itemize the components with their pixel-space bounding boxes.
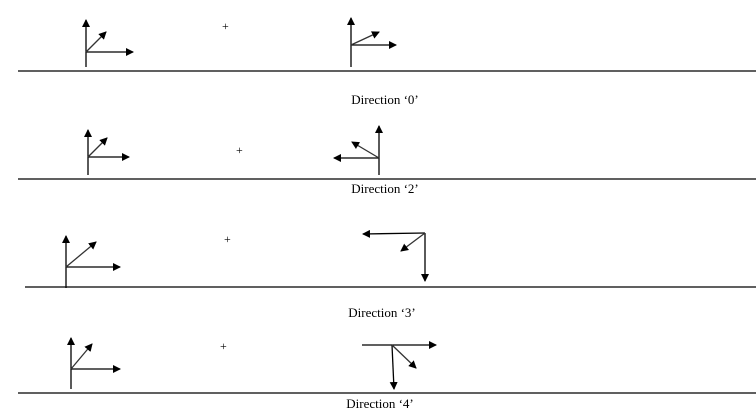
row-4-right-vectors [362,341,437,390]
row-3-left-vectors [62,235,121,288]
row-3-right-vectors [362,229,429,282]
row-2-right-vectors [333,125,383,175]
row-3-label: Direction ‘3’ [348,305,416,320]
row-0-right-vectors [347,17,397,67]
row-4-left-vectors [67,337,121,389]
row-4-label: Direction ‘4’ [346,396,414,411]
row-2-plus: + [236,143,243,157]
row-3-plus: + [224,232,231,246]
row-2-left-vectors [84,129,130,175]
row-0-plus: + [222,19,229,33]
row-4-plus: + [220,339,227,353]
row-0-left-vectors [82,19,134,67]
row-2-label: Direction ‘2’ [351,181,419,196]
row-0-label: Direction ‘0’ [351,92,419,107]
